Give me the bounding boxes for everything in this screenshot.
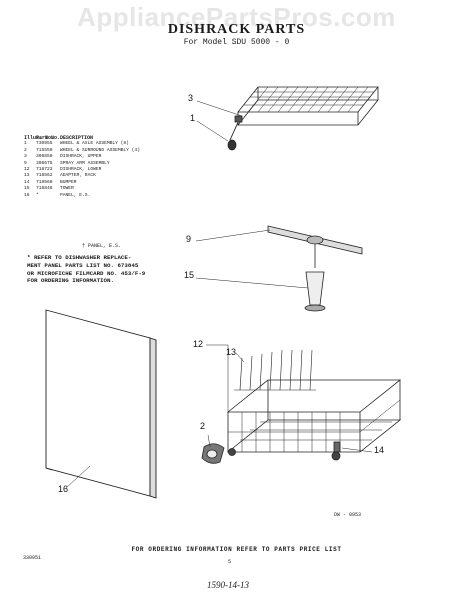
description-cell: ADAPTER, RACK bbox=[60, 173, 96, 179]
table-row: 13 718562 ADAPTER, RACK bbox=[24, 173, 140, 179]
spray-arm-drawing bbox=[267, 225, 363, 268]
callout-12: 12 bbox=[193, 339, 204, 349]
callout-9: 9 bbox=[186, 234, 192, 244]
callout-2: 2 bbox=[200, 421, 206, 431]
upper-dishrack-drawing bbox=[227, 86, 379, 151]
wheel-surround-drawing bbox=[201, 443, 225, 464]
table-row: 3 306859 DISHRACK, UPPER bbox=[24, 154, 140, 160]
illus-no-cell: 3 bbox=[24, 154, 27, 160]
description-cell: TOWER bbox=[60, 186, 74, 192]
table-row: 1 730955 WHEEL & AXLE ASSEMBLY (8) bbox=[24, 141, 140, 147]
parts-table-body: 1 730955 WHEEL & AXLE ASSEMBLY (8) 2 715559 W… bbox=[24, 141, 140, 199]
reference-note-line: MENT PANEL PARTS LIST NO. 673845 bbox=[27, 261, 139, 269]
illus-no-cell: 2 bbox=[24, 147, 27, 153]
leader-lines bbox=[65, 100, 373, 489]
illus-no-cell: 13 bbox=[24, 173, 30, 179]
callout-3: 3 bbox=[188, 93, 194, 103]
page-title: DISHRACK PARTS bbox=[167, 22, 306, 37]
illus-no-cell: 15 bbox=[24, 186, 30, 192]
part-no-cell: 308675 bbox=[36, 160, 53, 166]
panel-note: † PANEL, E.S. bbox=[82, 243, 122, 249]
part-no-cell: 730955 bbox=[36, 141, 53, 147]
part-no-cell: 718723 bbox=[36, 167, 53, 173]
table-row: 2 715559 WHEEL & SURROUND ASSEMBLY (4) bbox=[24, 148, 140, 154]
page-number: 5 bbox=[228, 559, 232, 565]
table-row: 12 718723 DISHRACK, LOWER bbox=[24, 167, 140, 173]
illus-no-cell: 14 bbox=[24, 179, 30, 185]
description-cell: BUMPER bbox=[60, 179, 77, 185]
panel-drawing bbox=[45, 309, 157, 499]
tower-drawing bbox=[304, 271, 326, 312]
part-no-cell: 715559 bbox=[36, 147, 53, 153]
diagram-part-number: DW - 0953 bbox=[334, 512, 362, 518]
table-row: 9 308675 SPRAY ARM ASSEMBLY bbox=[24, 161, 140, 167]
page-subtitle: For Model SDU 5000 - 0 bbox=[183, 38, 290, 47]
reference-note-line: FOR ORDERING INFORMATION. bbox=[27, 277, 114, 285]
illus-no-cell: 9 bbox=[24, 160, 27, 166]
callout-13: 13 bbox=[226, 347, 237, 357]
callout-14: 14 bbox=[374, 445, 385, 455]
illus-no-cell: 12 bbox=[24, 167, 30, 173]
callout-15: 15 bbox=[184, 270, 195, 280]
document-number: 330951 bbox=[23, 555, 42, 561]
table-row: 16 * PANEL, E.S. bbox=[24, 193, 140, 199]
watermark: AppliancePartsPros.com bbox=[77, 2, 396, 32]
part-no-cell: 718562 bbox=[36, 173, 53, 179]
callout-1: 1 bbox=[190, 113, 196, 123]
ordering-footer: FOR ORDERING INFORMATION REFER TO PARTS … bbox=[131, 546, 342, 553]
description-cell: PANEL, E.S. bbox=[60, 192, 91, 198]
part-no-cell: 306859 bbox=[36, 154, 53, 160]
reference-note-line: OR MICROFICHE FILMCARD NO. 453/F-9 bbox=[27, 269, 146, 277]
reference-note-line: * REFER TO DISHWASHER REPLACE- bbox=[27, 254, 132, 261]
lower-dishrack-drawing bbox=[226, 349, 402, 461]
description-cell: DISHRACK, UPPER bbox=[60, 154, 102, 160]
handwritten-stamp: 1590-14-13 bbox=[207, 580, 249, 590]
description-cell: WHEEL & SURROUND ASSEMBLY (4) bbox=[60, 147, 140, 153]
header-description: DESCRIPTION bbox=[60, 135, 94, 141]
callout-16: 16 bbox=[58, 484, 69, 494]
parts-table-header: Illus. No. Part No. DESCRIPTION bbox=[24, 135, 140, 141]
table-row: 14 719560 BUMPER bbox=[24, 180, 140, 186]
part-no-cell: 719560 bbox=[36, 179, 53, 185]
illus-no-cell: 16 bbox=[24, 192, 30, 198]
description-cell: WHEEL & AXLE ASSEMBLY (8) bbox=[60, 141, 129, 147]
table-row: 15 716848 TOWER bbox=[24, 186, 140, 192]
header-part-no: Part No. bbox=[36, 135, 61, 141]
description-cell: SPRAY ARM ASSEMBLY bbox=[60, 160, 110, 166]
part-no-cell: 716848 bbox=[36, 186, 53, 192]
description-cell: DISHRACK, LOWER bbox=[60, 167, 102, 173]
illus-no-cell: 1 bbox=[24, 141, 27, 147]
part-no-cell: * bbox=[36, 192, 39, 198]
reference-note: * REFER TO DISHWASHER REPLACE- MENT PANE… bbox=[27, 254, 145, 285]
